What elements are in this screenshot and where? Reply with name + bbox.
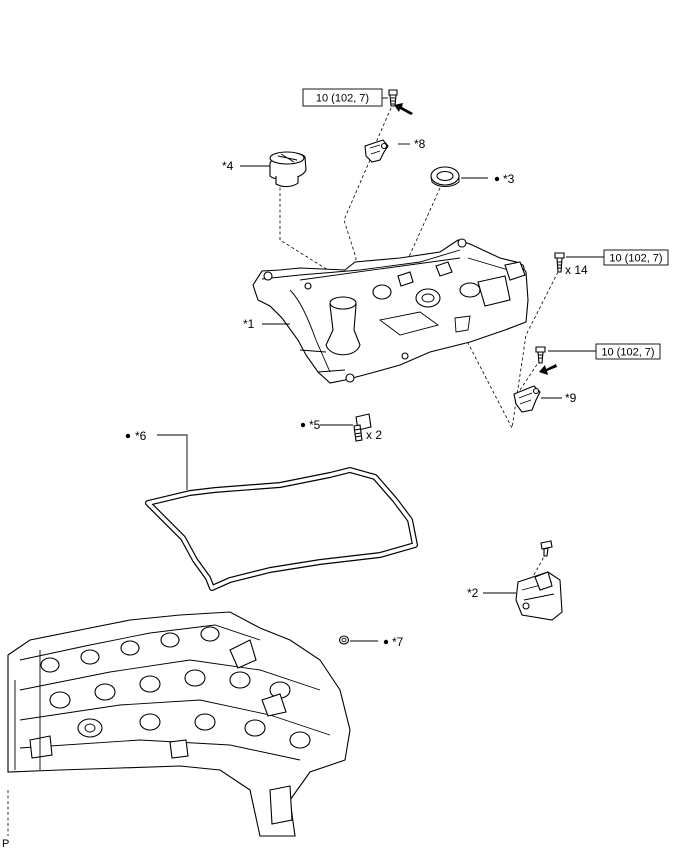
tube-gasket-3 <box>430 166 460 187</box>
washer-7 <box>338 635 350 645</box>
callout-6: *6 <box>135 429 147 443</box>
bolt-5 <box>353 413 372 442</box>
callout-7: *7 <box>392 635 404 649</box>
bullet-icon <box>383 639 389 645</box>
bullet-icon <box>300 422 306 428</box>
callout-8: *8 <box>414 137 426 151</box>
bolt-right <box>554 252 565 273</box>
bracket-2 <box>515 540 563 621</box>
callout-1: *1 <box>243 317 255 331</box>
torque-box-right: 10 (102, 7) <box>566 249 669 266</box>
torque-value-sensor: 10 (102, 7) <box>601 347 654 359</box>
engine-cylinder-head <box>7 611 351 837</box>
figure-code: P <box>2 838 10 850</box>
torque-box-top: 10 (102, 7) <box>302 88 388 107</box>
arrow-icon <box>394 103 413 115</box>
bullet-icon <box>494 176 500 182</box>
callout-labels: *4 *8 *3 *1 x 14 *9 *5 x 2 *6 *2 *7 <box>135 137 588 649</box>
torque-value-right: 10 (102, 7) <box>609 253 662 265</box>
camshaft-position-sensor-9 <box>513 385 541 413</box>
leader-lines <box>157 143 562 642</box>
quantity-c5-bolts: x 2 <box>366 428 382 442</box>
bolt-sensor <box>535 346 546 364</box>
callout-2: *2 <box>467 586 479 600</box>
camshaft-position-sensor-8 <box>364 139 389 163</box>
bullet-icon <box>125 433 131 439</box>
bullet-marks <box>125 176 500 645</box>
bolt-top <box>388 89 398 107</box>
cylinder-head-cover-1 <box>252 238 529 384</box>
callout-9: *9 <box>565 391 577 405</box>
callout-4: *4 <box>222 159 234 173</box>
oil-filler-cap-4 <box>269 151 307 188</box>
quantity-right-bolts: x 14 <box>565 263 588 277</box>
arrow-icon <box>539 364 557 375</box>
torque-value-top: 10 (102, 7) <box>316 93 369 105</box>
torque-box-sensor: 10 (102, 7) <box>548 343 661 360</box>
camshaft-details <box>7 626 311 836</box>
callout-3: *3 <box>503 172 515 186</box>
callout-5: *5 <box>309 418 321 432</box>
cylinder-head-cover-gasket-6 <box>145 467 418 591</box>
